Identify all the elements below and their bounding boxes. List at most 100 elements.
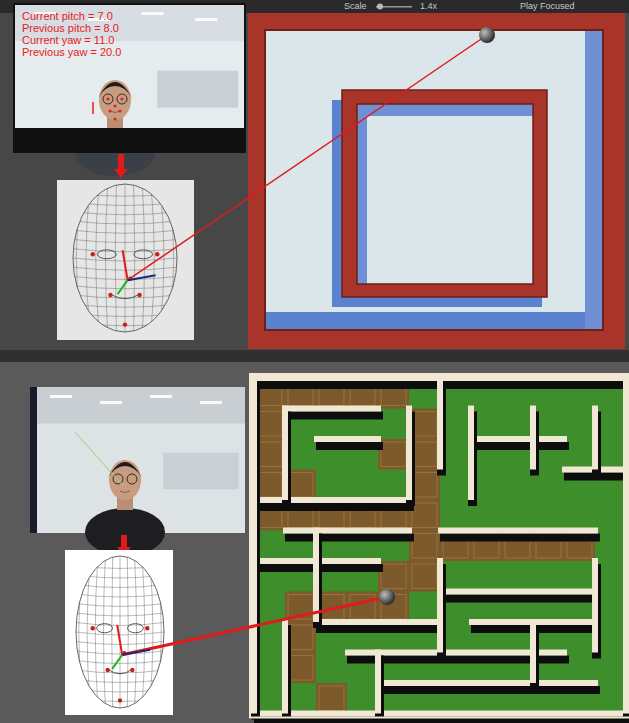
wall-shadow: [316, 625, 445, 633]
person-hair: [98, 82, 132, 98]
maze-ball: [379, 589, 395, 605]
mesh-line: [134, 184, 135, 332]
pose-axis: [128, 275, 156, 280]
office-partition: [163, 453, 238, 490]
webcam-border: [14, 4, 245, 152]
tile-pattern: [257, 412, 282, 437]
floor-grass: [347, 683, 379, 714]
floor-grass: [502, 500, 534, 531]
toolbar-label: 1.4x: [420, 1, 437, 12]
floor-tile: [316, 683, 348, 714]
tile-pattern: [412, 442, 437, 467]
landmark-dot: [118, 698, 122, 702]
glasses: [103, 94, 113, 104]
maze-wall: [530, 619, 536, 683]
pose-ray: [75, 432, 123, 486]
landmark-dot: [155, 252, 159, 256]
pose-value: Previous pitch = 8.0: [22, 22, 124, 34]
webcam-top: [14, 4, 245, 176]
down-arrow: [118, 154, 124, 170]
maze-ball: [479, 27, 495, 43]
maze-wall: [437, 558, 443, 653]
pose-readout: Current pitch = 7.0Previous pitch = 8.0C…: [22, 10, 124, 58]
ceiling-light: [200, 401, 222, 404]
mesh-line: [96, 184, 99, 332]
eye-outline: [97, 250, 116, 259]
ceiling-light: [100, 401, 122, 404]
maze-wall: [437, 375, 443, 470]
person-face: [99, 80, 131, 120]
maze-wall: [438, 589, 598, 595]
toolbar-label: Play Focused: [520, 1, 575, 12]
wall-shadow: [285, 412, 383, 420]
toolbar-label: Scale: [344, 1, 367, 12]
maze-wall: [248, 330, 625, 349]
ceiling-light: [50, 395, 72, 398]
maze-wall: [438, 528, 598, 534]
floor-grass: [502, 561, 534, 592]
landmark-dot: [91, 252, 95, 256]
webcam-frame: [14, 4, 245, 152]
wall-shadow: [378, 686, 600, 694]
landmark-dot: [113, 104, 116, 107]
person-body: [85, 508, 165, 556]
floor-grass: [316, 653, 348, 684]
person-face: [109, 460, 141, 500]
top-panel: [0, 0, 629, 350]
pose-value: Current pitch = 7.0: [22, 10, 124, 22]
down-arrow: [121, 535, 127, 548]
maze-wall: [592, 558, 598, 653]
landmark-dot: [106, 97, 109, 100]
pose-value: Previous yaw = 20.0: [22, 46, 124, 58]
pose-value: Current yaw = 11.0: [22, 34, 124, 46]
maze-top: [248, 13, 625, 349]
wall-edge: [265, 30, 603, 330]
tile-pattern: [319, 686, 344, 711]
maze-wall: [283, 406, 381, 412]
face-model: [57, 180, 194, 340]
face-model-panel: [65, 550, 173, 715]
floor-grass: [595, 500, 627, 531]
wall-shadow: [585, 30, 603, 330]
tile-pattern: [412, 412, 437, 437]
tile-pattern: [412, 473, 437, 498]
mesh-line: [142, 184, 144, 332]
floor-grass: [471, 561, 503, 592]
video-band: [14, 128, 245, 152]
glasses: [113, 474, 123, 484]
maze-wall: [283, 528, 412, 534]
pose-axis: [123, 250, 128, 280]
gaze-line: [128, 35, 487, 280]
maze-wall: [603, 13, 625, 349]
down-arrow-head: [114, 169, 128, 178]
floor-grass: [316, 470, 348, 501]
landmark-dot: [105, 668, 109, 672]
tile-pattern: [412, 534, 437, 559]
mesh-line: [127, 556, 129, 708]
maze-wall: [314, 436, 381, 442]
mesh-line: [76, 184, 81, 332]
maze-wall: [375, 650, 381, 714]
landmark-dot: [113, 117, 116, 120]
mesh-line: [104, 556, 106, 708]
maze-wall: [530, 406, 536, 470]
head-outline: [76, 556, 164, 708]
maze-wall: [376, 680, 598, 686]
eye-outline: [97, 624, 113, 633]
eye-outline: [134, 250, 153, 259]
landmark-dot: [123, 322, 127, 326]
floor-tile: [347, 592, 379, 623]
pose-axis: [122, 650, 150, 655]
wall-shadow: [440, 534, 600, 542]
tile-pattern: [288, 473, 313, 498]
tile-pattern: [257, 442, 282, 467]
mesh-line: [168, 184, 173, 332]
floor-grass: [533, 500, 565, 531]
pose-axis: [117, 625, 122, 655]
glasses: [117, 94, 127, 104]
mesh-line: [106, 184, 108, 332]
mesh-line: [135, 556, 137, 708]
glasses: [127, 474, 137, 484]
webcam-bottom: [30, 387, 245, 556]
